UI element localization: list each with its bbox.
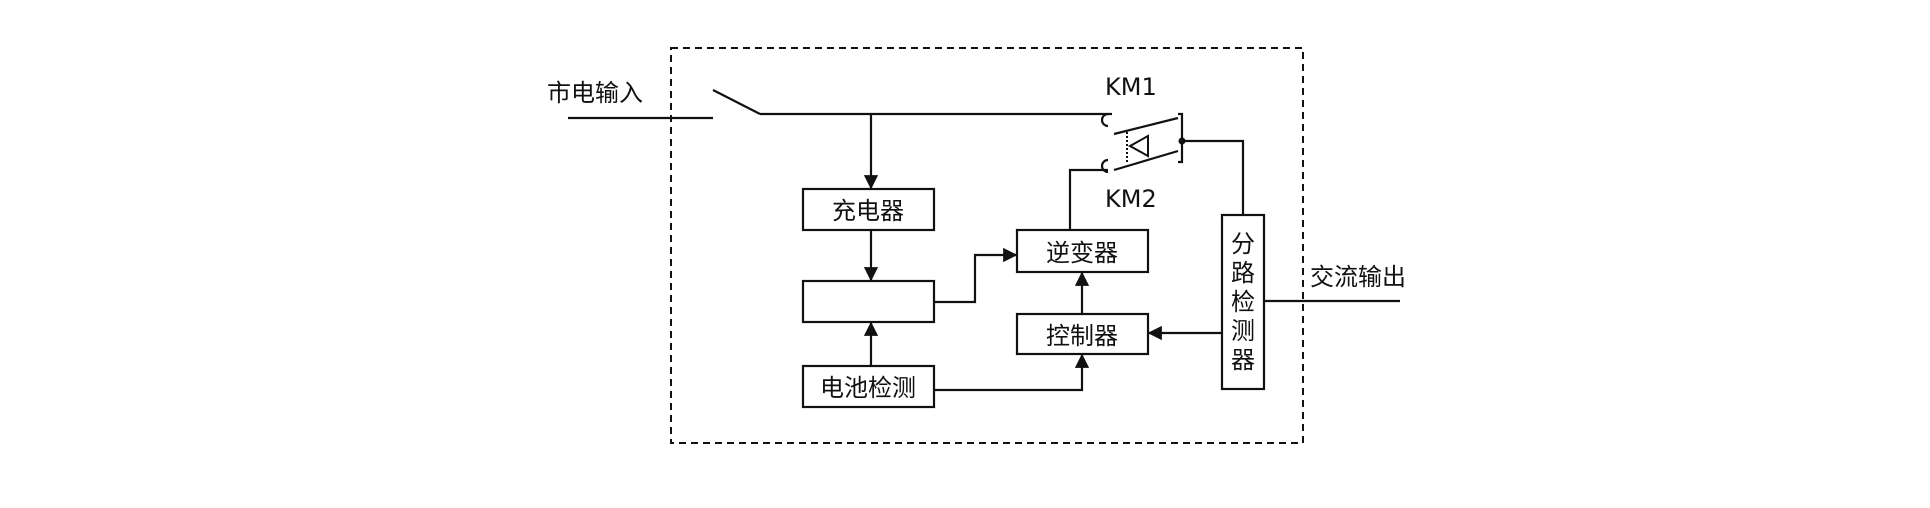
detection-to-controller-arrow (934, 353, 1090, 392)
battery-block (801, 279, 936, 324)
mains-input-label: 市电输入 (547, 79, 643, 107)
transfer-switch (1100, 112, 1186, 174)
branch-detector-char-5: 器 (1231, 346, 1255, 374)
interlock-triangle-icon (1127, 134, 1149, 158)
charger-label: 充电器 (832, 197, 904, 225)
km2-contact-hook (1100, 158, 1109, 174)
inverter-label: 逆变器 (1046, 239, 1118, 267)
charger-block: 充电器 (801, 187, 936, 232)
km1-label: KM1 (1105, 73, 1157, 101)
branch-detector-char-4: 测 (1231, 317, 1255, 345)
controller-label: 控制器 (1046, 322, 1118, 350)
km2-switch-blade (1113, 149, 1179, 172)
battery-detection-label: 电池检测 (820, 374, 916, 402)
battery-detection-block: 电池检测 (801, 364, 936, 409)
ac-output-label: 交流输出 (1310, 263, 1406, 291)
inverter-to-km2-line (1068, 168, 1108, 230)
branch-detector-char-3: 检 (1231, 288, 1255, 316)
controller-block: 控制器 (1015, 312, 1150, 356)
system-boundary (670, 47, 1304, 444)
km2-label: KM2 (1105, 185, 1157, 213)
inverter-block: 逆变器 (1015, 228, 1150, 274)
switch-to-detector-line (1182, 139, 1245, 215)
mains-switch-blade (712, 89, 761, 115)
km1-switch-blade (1113, 116, 1179, 136)
branch-detector-char-2: 路 (1231, 259, 1255, 287)
km1-contact-hook (1100, 112, 1109, 128)
branch-detector-char-1: 分 (1231, 230, 1255, 258)
branch-detector-block: 分 路 检 测 器 (1220, 213, 1266, 391)
battery-to-inverter-arrow (934, 247, 1018, 304)
